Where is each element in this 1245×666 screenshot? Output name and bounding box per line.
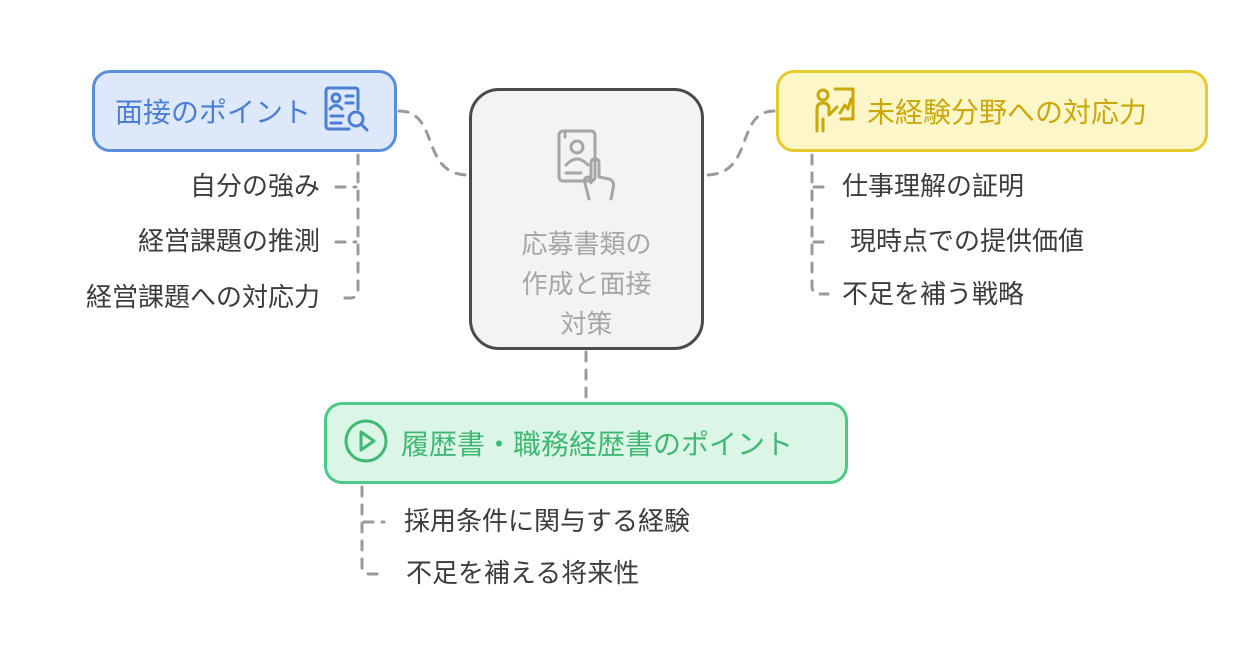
resume-item: 不足を補える将来性: [406, 559, 640, 589]
center-title-line: 作成と面接: [521, 270, 652, 300]
connector-inexperienced-items: [810, 153, 830, 296]
resume-item: 採用条件に関与する経験: [404, 507, 691, 537]
inexperienced-item: 現時点での提供価値: [850, 227, 1085, 257]
inexperienced-item: 仕事理解の証明: [842, 172, 1025, 202]
resume-title: 履歴書・職務経歴書のポイント: [401, 428, 794, 461]
connector-inexperienced-center: [704, 109, 776, 177]
profile-search-icon: [323, 85, 369, 137]
center-title-line: 応募書類の: [521, 230, 652, 260]
center-node[interactable]: 応募書類の 作成と面接 対策: [469, 88, 704, 350]
interview-item: 経営課題への対応力: [85, 283, 320, 313]
play-circle-icon: [343, 418, 389, 468]
interview-item: 自分の強み: [189, 172, 320, 202]
connector-interview-items: [336, 153, 360, 300]
inexperienced-title: 未経験分野への対応力: [867, 96, 1148, 129]
interview-node[interactable]: 面接のポイント: [92, 70, 397, 152]
center-title: 応募書類の 作成と面接 対策: [507, 225, 667, 345]
connector-resume-items: [360, 485, 386, 576]
center-title-line: 対策: [560, 310, 613, 340]
inexperienced-node[interactable]: 未経験分野への対応力: [776, 70, 1208, 152]
inexperienced-item: 不足を補う戦略: [842, 280, 1025, 310]
presenter-chart-icon: [813, 85, 857, 137]
interview-title: 面接のポイント: [115, 96, 312, 129]
interview-item: 経営課題の推測: [137, 227, 320, 257]
resume-node[interactable]: 履歴書・職務経歴書のポイント: [324, 402, 848, 484]
connector-interview-center: [397, 109, 470, 177]
document-touch-icon: [549, 127, 625, 207]
